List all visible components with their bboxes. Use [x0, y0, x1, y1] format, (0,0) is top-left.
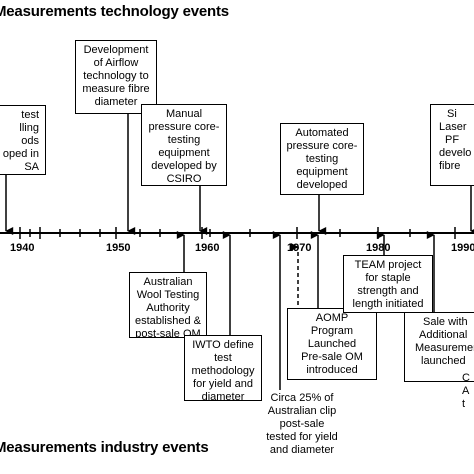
- tech-event-box-5: Si Laser PF develo fibre: [430, 104, 474, 186]
- industry-event-box-4: TEAM project for staple strength and len…: [343, 255, 433, 313]
- industry-event-box-3: AOMP Program Launched Pre-sale OM introd…: [287, 308, 377, 380]
- industry-note-clipped: C A t: [462, 372, 470, 410]
- tech-event-box-3: Manual pressure core- testing equipment …: [141, 104, 227, 186]
- year-label-1990: 1990: [451, 242, 474, 254]
- industry-event-box-5: Sale with Additional Measuremen launched: [404, 312, 474, 382]
- year-label-1940: 1940: [10, 242, 35, 254]
- industry-events-heading: Measurements industry events: [0, 439, 209, 456]
- industry-note-circa: Circa 25% of Australian clip post-sale t…: [266, 392, 338, 456]
- year-label-1980: 1980: [366, 242, 391, 254]
- year-label-1960: 1960: [195, 242, 220, 254]
- industry-event-box-1: Australian Wool Testing Authority establ…: [129, 272, 207, 338]
- technology-events-heading: Measurements technology events: [0, 3, 229, 20]
- tech-event-box-4: Automated pressure core- testing equipme…: [280, 123, 364, 195]
- year-label-1970: 1970: [287, 242, 312, 254]
- tech-event-box-1: test lling ods oped in SA: [0, 105, 46, 175]
- tech-event-box-2: Development of Airflow technology to mea…: [75, 40, 157, 114]
- year-label-1950: 1950: [106, 242, 131, 254]
- industry-event-box-2: IWTO define test methodology for yield a…: [184, 335, 262, 401]
